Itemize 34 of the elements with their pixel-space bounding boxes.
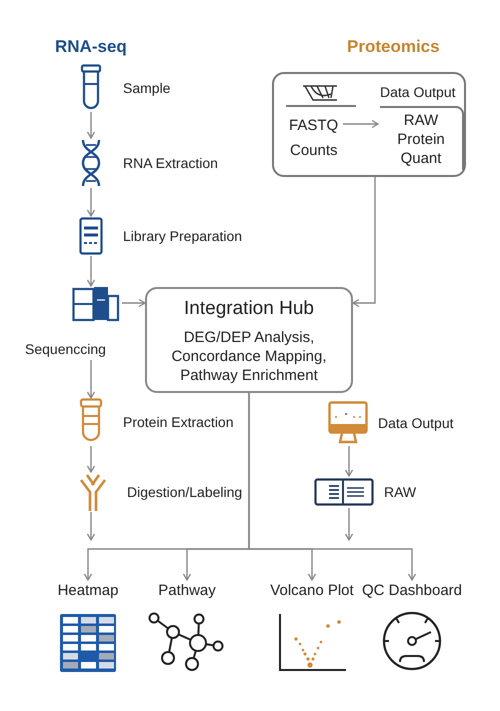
- column-heading: Data Output: [380, 83, 456, 102]
- arrow: [344, 508, 354, 541]
- column-heading: RNA-seq: [55, 36, 127, 58]
- output-label: Pathway: [158, 581, 216, 601]
- arrow: [343, 120, 379, 128]
- arrow: [86, 512, 96, 541]
- step-label: Sequenccing: [25, 340, 106, 359]
- output-label: Heatmap: [58, 581, 118, 601]
- arrow: [86, 256, 96, 287]
- hub-description: DEG/DEP Analysis, Concordance Mapping, Pathway Enrichment: [170, 328, 328, 385]
- step-label: Library Preparation: [123, 226, 242, 246]
- output-label: Volcano Plot: [270, 581, 354, 601]
- hub-title: Integration Hub: [184, 297, 314, 322]
- arrow: [86, 446, 96, 473]
- arrow: [86, 360, 96, 399]
- output-label: RAW Protein Quant: [396, 110, 446, 168]
- hub-box: [145, 287, 353, 393]
- arrow: [86, 188, 96, 217]
- column-heading: Proteomics: [347, 36, 440, 58]
- output-label: FASTQ: [289, 116, 338, 136]
- output-panel: [272, 72, 466, 177]
- step-label: Sample: [123, 78, 170, 98]
- output-label: QC Dashboard: [362, 581, 462, 601]
- step-label: Digestion/Labeling: [127, 482, 242, 502]
- step-label: RAW: [384, 482, 416, 502]
- arrow: [352, 177, 376, 308]
- step-label: RNA Extraction: [123, 154, 218, 172]
- step-label: Data Output: [378, 414, 454, 433]
- arrow: [248, 393, 416, 581]
- output-label: Counts: [290, 141, 338, 161]
- arrow: [122, 298, 146, 308]
- step-label: Protein Extraction: [123, 412, 234, 432]
- arrow: [344, 446, 354, 477]
- arrow: [86, 112, 96, 139]
